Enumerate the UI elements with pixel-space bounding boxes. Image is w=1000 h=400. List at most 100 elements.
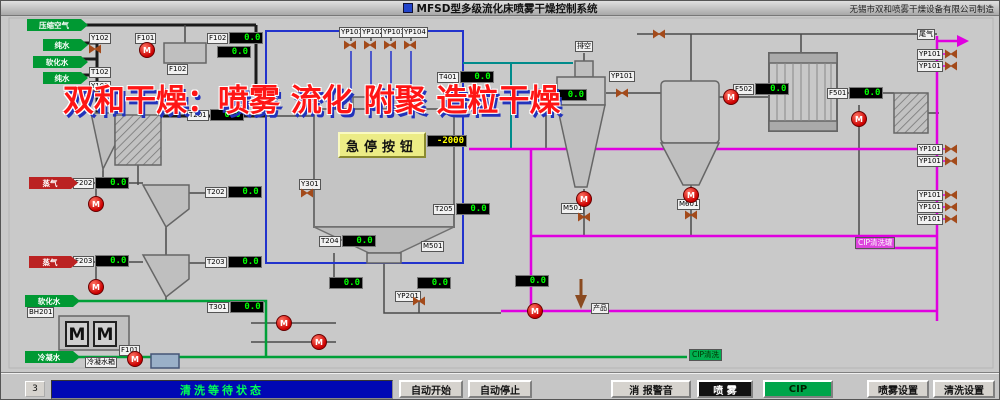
stream-arrow-head (71, 256, 78, 268)
pump-icon[interactable]: M (88, 196, 104, 212)
auto-start-button[interactable]: 自动开始 (399, 380, 463, 398)
valve-icon[interactable] (945, 49, 957, 59)
pump-icon[interactable]: M (851, 111, 867, 127)
stream-arrow: 纯水 (43, 39, 88, 51)
valve-icon[interactable] (945, 61, 957, 71)
equipment-tag: F102 (167, 64, 189, 75)
valve-icon[interactable] (653, 29, 665, 39)
stream-arrow-label: 冷凝水 (25, 351, 73, 363)
stream-arrow-head (73, 351, 80, 363)
valve-icon[interactable] (945, 156, 957, 166)
stream-arrow-label: 软化水 (33, 56, 81, 68)
valve-icon[interactable] (945, 144, 957, 154)
spray-button[interactable]: 喷 雾 (697, 380, 753, 398)
display-value: 0.0 (227, 186, 262, 198)
stream-arrow-label: 压缩空气 (27, 19, 81, 31)
display-value: 0.0 (95, 255, 130, 267)
pump-icon[interactable]: M (127, 351, 143, 367)
value-display: 0.0 (515, 275, 549, 287)
pump-icon[interactable]: M (576, 191, 592, 207)
stream-arrow-head (81, 19, 88, 31)
pump-icon[interactable]: M (723, 89, 739, 105)
display-label: T204 (319, 235, 341, 247)
display-value: 0.0 (417, 277, 451, 289)
equipment-tag: Y301 (299, 179, 321, 190)
valve-icon[interactable] (685, 210, 697, 220)
page-indicator[interactable]: 3 (25, 381, 45, 397)
stream-arrow-label: 纯水 (43, 72, 81, 84)
equipment-tag: Y102 (89, 33, 111, 44)
cip-button[interactable]: CIP (763, 380, 833, 398)
stream-arrow-head (81, 39, 88, 51)
auto-stop-button[interactable]: 自动停止 (468, 380, 532, 398)
pump-icon[interactable]: M (527, 303, 543, 319)
display-value: 0.0 (455, 203, 490, 215)
pump-icon[interactable]: M (276, 315, 292, 331)
pump-icon[interactable]: M (683, 187, 699, 203)
motor-icon: M (93, 321, 117, 347)
display-value: 0.0 (459, 71, 494, 83)
pump-icon[interactable]: M (311, 334, 327, 350)
stream-arrow-head (71, 177, 78, 189)
page-title: MFSD型多级流化床喷雾干燥控制系统 (416, 2, 598, 15)
clean-settings-button[interactable]: 清洗设置 (933, 380, 995, 398)
equipment-tag: YP101 (917, 61, 943, 72)
valve-icon[interactable] (404, 40, 416, 50)
status-bar: 清洗等待状态 (51, 380, 393, 399)
spray-settings-button[interactable]: 喷雾设置 (867, 380, 929, 398)
equipment-tag: YP101 (917, 156, 943, 167)
stream-arrow-label: 蒸气 (29, 177, 71, 189)
cip-label: CIP清洗罐 (855, 237, 896, 249)
pump-icon[interactable]: M (88, 279, 104, 295)
equipment-tag: YP101 (917, 49, 943, 60)
equipment-tag: T102 (89, 67, 111, 78)
display-value: 0.0 (229, 301, 264, 313)
valve-icon[interactable] (344, 40, 356, 50)
equipment-tag: 冷凝水箱 (85, 357, 117, 368)
display-value: -2000 (427, 135, 467, 147)
valve-icon[interactable] (364, 40, 376, 50)
equipment-tag: 产品 (591, 303, 609, 314)
valve-icon[interactable] (89, 44, 101, 54)
stream-arrow: 软化水 (25, 295, 80, 307)
equipment-tag: YP101 (917, 202, 943, 213)
app-icon (402, 3, 413, 13)
display-label: T205 (433, 203, 455, 215)
display-value: 0.0 (341, 235, 376, 247)
emergency-stop-button[interactable]: 急停按钮 (338, 132, 426, 158)
display-value: 0.0 (515, 275, 549, 287)
title-bar: MFSD型多级流化床喷雾干燥控制系统 无锡市双和喷雾干燥设备有限公司制造 (1, 1, 999, 16)
equipment-tag: M501 (421, 241, 445, 252)
display-value: 0.0 (229, 32, 264, 44)
valve-icon[interactable] (945, 202, 957, 212)
stream-arrow-label: 纯水 (43, 39, 81, 51)
equipment-tag: BH201 (27, 307, 55, 318)
stream-arrow-head (81, 56, 88, 68)
equipment-tag: YP101 (917, 144, 943, 155)
status-text: 清洗等待状态 (180, 383, 264, 397)
stream-arrow-label: 软化水 (25, 295, 73, 307)
pump-icon[interactable]: M (139, 42, 155, 58)
valve-icon[interactable] (384, 40, 396, 50)
stream-arrow-head (73, 295, 80, 307)
display-value: 0.0 (227, 256, 262, 268)
stream-arrow-head (81, 72, 88, 84)
display-label: T202 (205, 186, 227, 198)
valve-icon[interactable] (945, 214, 957, 224)
stream-arrow: 冷凝水 (25, 351, 80, 363)
valve-icon[interactable] (945, 190, 957, 200)
display-value: 0.0 (755, 83, 790, 95)
valve-icon[interactable] (616, 88, 628, 98)
mute-alarm-button[interactable]: 消 报警音 (611, 380, 691, 398)
equipment-tag: 尾气 (917, 29, 935, 40)
stream-arrow: 蒸气 (29, 256, 78, 268)
display-value: 0.0 (329, 277, 363, 289)
